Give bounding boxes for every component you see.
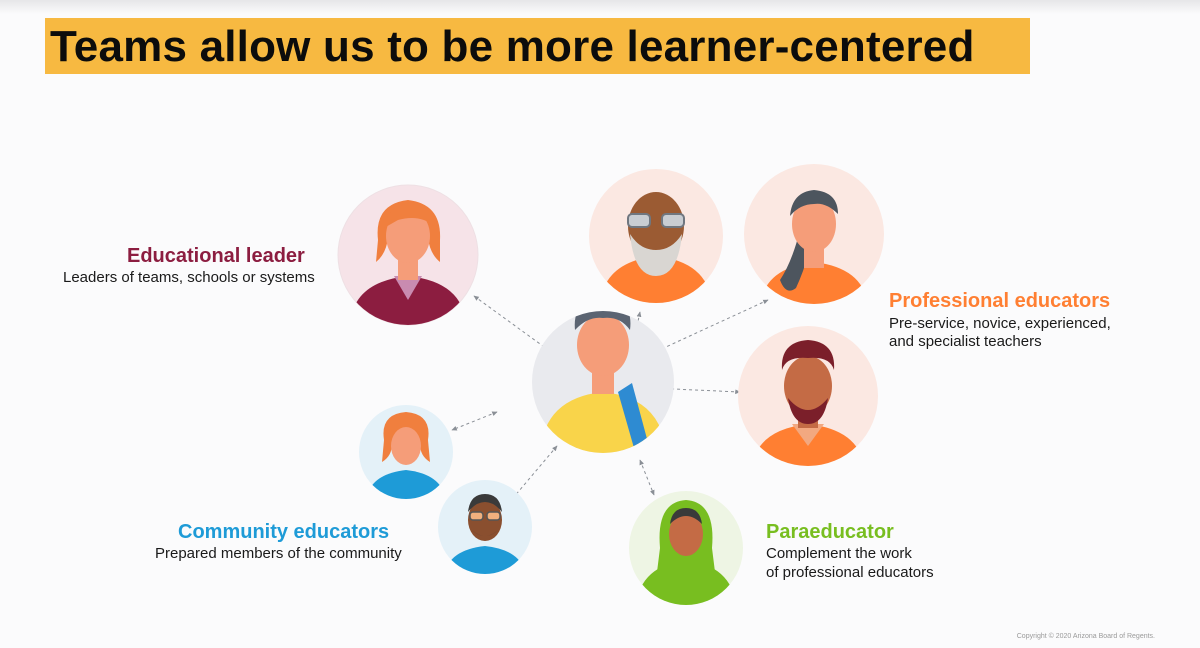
educational-leader-description: Leaders of teams, schools or systems (63, 269, 315, 286)
hijab-woman-avatar-icon (629, 491, 743, 605)
community-educators-title: Community educators (178, 521, 390, 543)
copyright-notice: Copyright © 2020 Arizona Board of Regent… (1016, 633, 1155, 640)
slide-title: Teams allow us to be more learner-center… (50, 22, 975, 71)
paraeducator-description-line-1: Complement the work (766, 545, 912, 562)
man-with-glasses-avatar-icon (438, 480, 532, 574)
top-shadow (0, 0, 1200, 14)
ponytail-teacher-avatar-icon (744, 164, 884, 304)
professional-educators-title: Professional educators (889, 290, 1111, 312)
professional-educators-description-line-1: Pre-service, novice, experienced, (889, 315, 1111, 332)
community-educators-description: Prepared members of the community (155, 545, 402, 562)
educational-leader-title: Educational leader (127, 245, 305, 267)
bearded-teacher-avatar-icon (589, 169, 723, 303)
professional-educators-description-line-2: and specialist teachers (889, 333, 1042, 350)
title-highlight (45, 18, 1030, 74)
curly-teacher-avatar-icon (738, 326, 878, 466)
paraeducator-description-line-2: of professional educators (766, 564, 934, 581)
curly-woman-avatar-icon (359, 405, 453, 499)
paraeducator-title: Paraeducator (766, 521, 894, 543)
leader-avatar-icon (337, 184, 479, 326)
learner-avatar-icon (532, 311, 674, 453)
